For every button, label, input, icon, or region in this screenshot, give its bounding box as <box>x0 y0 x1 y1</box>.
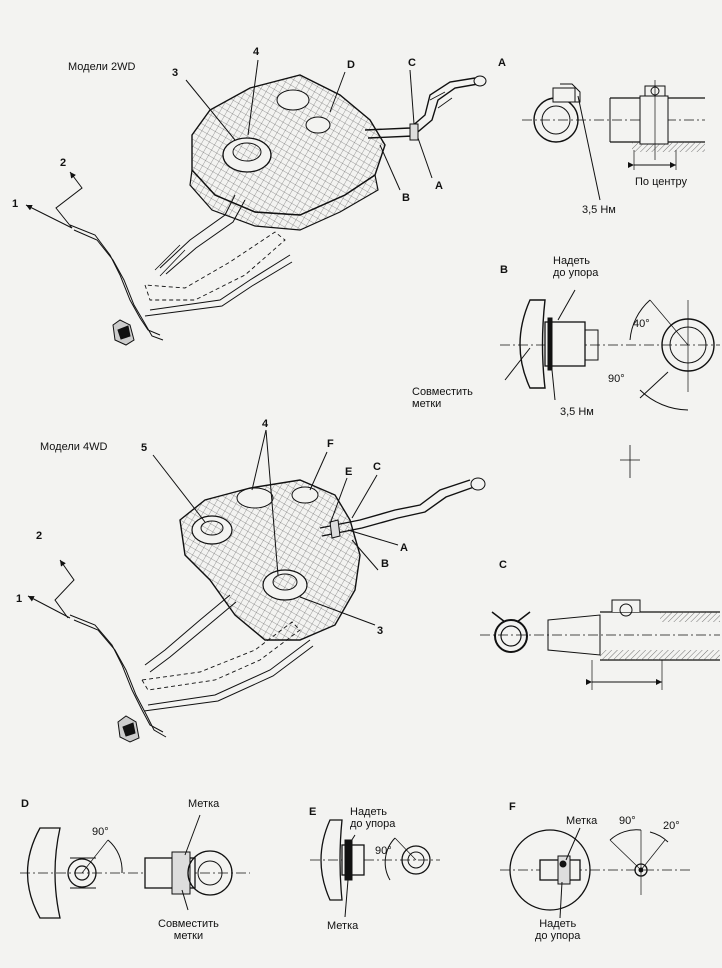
detail-d-letter: D <box>21 798 29 810</box>
callout-4wd-1: 1 <box>16 593 23 605</box>
detail-a-drawing <box>522 80 705 201</box>
callout-4wd-c: C <box>373 461 381 473</box>
detail-b-push-home: Надеть до упора <box>553 255 599 279</box>
detail-f-angle-90: 90° <box>619 815 636 827</box>
detail-c-drawing <box>480 599 720 690</box>
detail-a-letter: A <box>498 57 506 69</box>
callout-2wd-3: 3 <box>172 67 179 79</box>
detail-e-mark: Метка <box>327 920 359 932</box>
detail-b-angle-40: 40° <box>633 318 650 330</box>
detail-e-letter: E <box>309 806 317 818</box>
callout-4wd-f: F <box>327 438 334 450</box>
detail-d-align-marks: Совместить метки <box>158 918 219 942</box>
callout-2wd-1: 1 <box>12 198 19 210</box>
registration-mark <box>620 445 640 478</box>
detail-f-drawing <box>500 827 690 919</box>
detail-e-angle-90: 90° <box>375 845 392 857</box>
detail-c-letter: C <box>499 559 507 571</box>
callout-4wd-3: 3 <box>377 625 384 637</box>
detail-d-mark: Метка <box>188 798 220 810</box>
fuel-tank-2wd <box>25 59 487 346</box>
callout-4wd-4: 4 <box>262 418 269 430</box>
detail-d-angle-90: 90° <box>92 826 109 838</box>
detail-d-drawing <box>20 814 250 919</box>
callout-2wd-c: C <box>408 57 416 69</box>
detail-f-mark: Метка <box>566 815 598 827</box>
callout-4wd-e: E <box>345 466 353 478</box>
callout-2wd-b: B <box>402 192 410 204</box>
section-title-4wd: Модели 4WD <box>40 441 108 453</box>
callout-2wd-a: A <box>435 180 443 192</box>
callout-4wd-b: B <box>381 558 389 570</box>
detail-e-drawing <box>310 819 440 918</box>
detail-b-drawing <box>500 289 720 411</box>
detail-f-letter: F <box>509 801 516 813</box>
fuel-tank-4wd <box>27 429 486 743</box>
detail-a-torque: 3,5 Нм <box>582 204 616 216</box>
detail-b-torque: 3,5 Нм <box>560 406 594 418</box>
callout-2wd-4: 4 <box>253 46 260 58</box>
detail-e-push-home: Надеть до упора <box>350 806 396 830</box>
callout-4wd-a: A <box>400 542 408 554</box>
detail-b-align-marks: Совместить метки <box>412 386 473 410</box>
callout-2wd-d: D <box>347 59 355 71</box>
detail-b-angle-90: 90° <box>608 373 625 385</box>
callout-4wd-5: 5 <box>141 442 148 454</box>
detail-a-center: По центру <box>635 176 687 188</box>
detail-b-letter: B <box>500 264 508 276</box>
section-title-2wd: Модели 2WD <box>68 61 136 73</box>
callout-2wd-2: 2 <box>60 157 67 169</box>
detail-f-push-home: Надеть до упора <box>535 918 581 942</box>
callout-4wd-2: 2 <box>36 530 43 542</box>
detail-f-angle-20: 20° <box>663 820 680 832</box>
